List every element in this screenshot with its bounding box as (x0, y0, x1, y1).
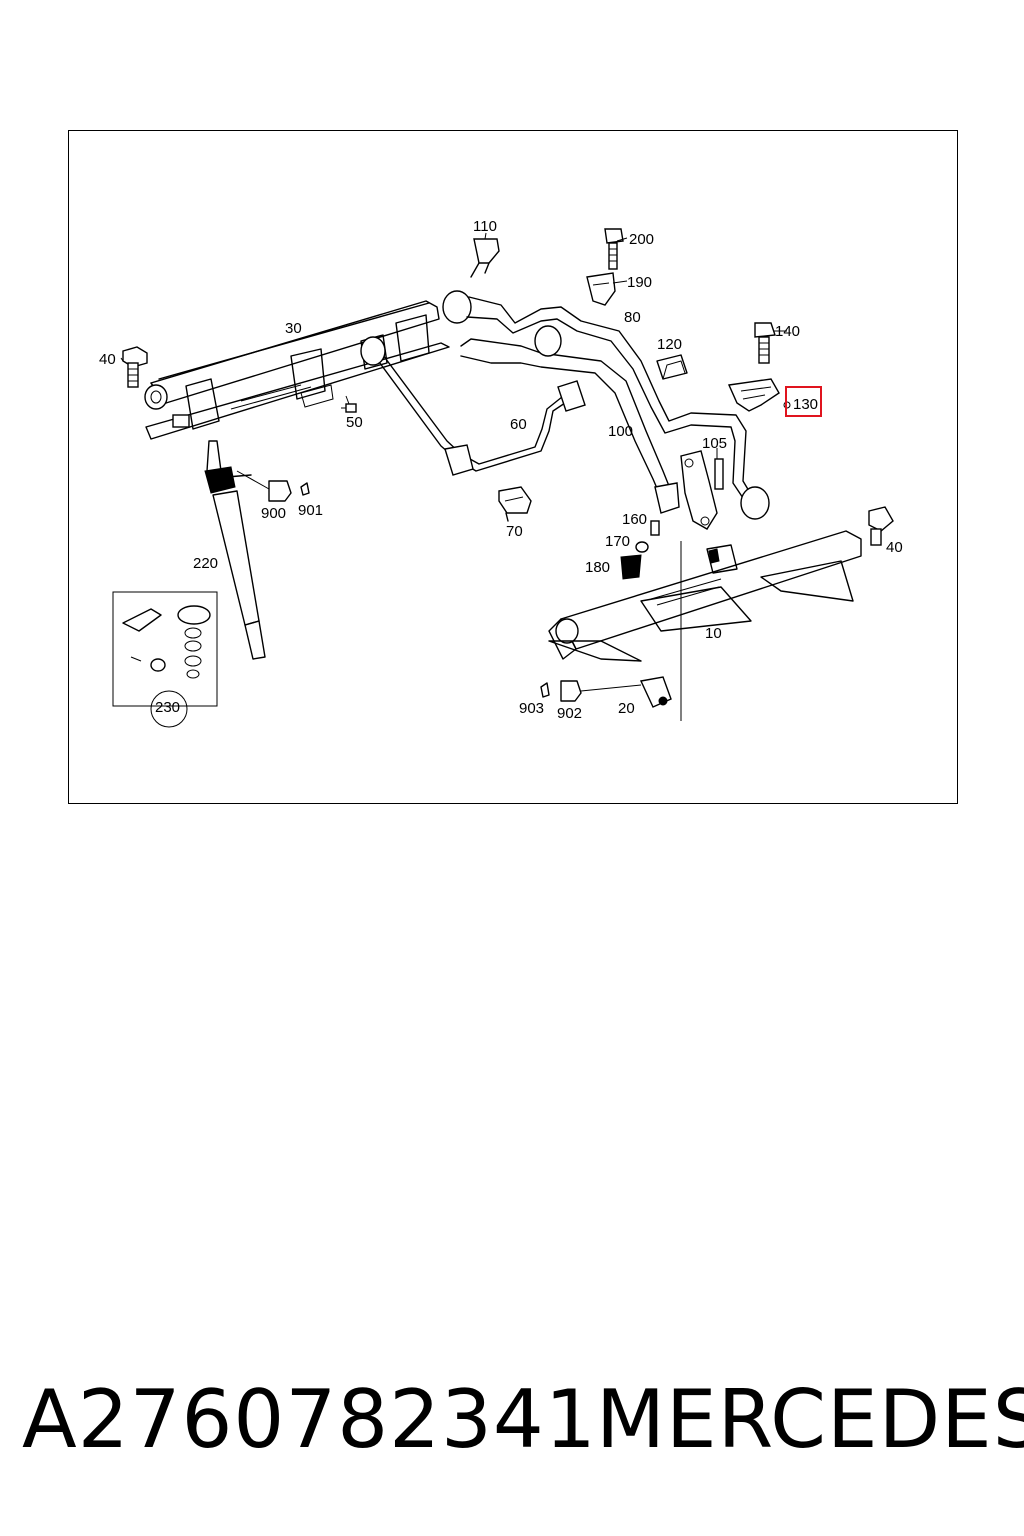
pipe-60 (360, 336, 586, 476)
callout-900[interactable]: 900 (261, 505, 286, 522)
washer-170 (635, 541, 649, 553)
callout-230[interactable]: 230 (155, 699, 180, 716)
callout-110[interactable]: 110 (473, 218, 497, 235)
callout-160[interactable]: 160 (622, 511, 647, 528)
callout-200[interactable]: 200 (629, 231, 654, 248)
seal-900 (268, 480, 292, 502)
callout-80[interactable]: 80 (624, 309, 641, 326)
parts-diagram-frame: 10 20 30 40 40 50 60 70 80 100 105 110 1… (68, 130, 958, 804)
clip-70 (498, 486, 532, 522)
bolt-200 (604, 228, 624, 270)
highlight-box-130 (785, 386, 822, 417)
bolt-40-right (868, 506, 894, 546)
fuel-rail-right (548, 530, 862, 721)
clamp-120 (656, 354, 688, 380)
footer: A2760782341 MERCEDES (0, 1370, 1024, 1470)
callout-901[interactable]: 901 (298, 502, 323, 519)
seal-902 (560, 680, 642, 702)
callout-120[interactable]: 120 (657, 336, 682, 353)
injector-220 (204, 440, 266, 660)
clip-190 (586, 272, 616, 306)
callout-903[interactable]: 903 (519, 700, 544, 717)
callout-20[interactable]: 20 (618, 700, 635, 717)
bracket-105 (680, 450, 724, 530)
part-160 (650, 520, 660, 536)
callout-170[interactable]: 170 (605, 533, 630, 550)
fuel-rail-left (144, 300, 450, 440)
bolt-40-left (122, 346, 148, 388)
callout-220[interactable]: 220 (193, 555, 218, 572)
bracket-130 (727, 378, 791, 412)
seal-901 (300, 482, 310, 496)
part-number: A2760782341 (22, 1373, 597, 1466)
pipe-80 (442, 290, 770, 520)
callout-30[interactable]: 30 (285, 320, 302, 337)
callout-180[interactable]: 180 (585, 559, 610, 576)
sensor-20 (639, 676, 672, 708)
bolt-140 (754, 322, 776, 364)
callout-140[interactable]: 140 (775, 323, 800, 340)
callout-130[interactable]: 130 (793, 396, 818, 413)
callout-10[interactable]: 10 (705, 625, 722, 642)
callout-40-right[interactable]: 40 (886, 539, 903, 556)
valve-180 (620, 554, 642, 580)
callout-105[interactable]: 105 (702, 435, 727, 452)
callout-190[interactable]: 190 (627, 274, 652, 291)
callout-70[interactable]: 70 (506, 523, 523, 540)
leader-lines (120, 232, 787, 490)
part-50 (341, 403, 357, 413)
callout-100[interactable]: 100 (608, 423, 633, 440)
callout-40-left[interactable]: 40 (99, 351, 116, 368)
kit-230 (112, 591, 218, 728)
seal-903 (540, 682, 550, 698)
pipe-100 (460, 325, 680, 514)
parts-diagram: 10 20 30 40 40 50 60 70 80 100 105 110 1… (99, 218, 903, 728)
callout-50[interactable]: 50 (346, 414, 363, 431)
brand-name: MERCEDES (596, 1373, 1024, 1466)
clip-110 (470, 238, 500, 278)
callout-902[interactable]: 902 (557, 705, 582, 722)
callout-labels: 10 20 30 40 40 50 60 70 80 100 105 110 1… (99, 218, 903, 722)
callout-60[interactable]: 60 (510, 416, 527, 433)
